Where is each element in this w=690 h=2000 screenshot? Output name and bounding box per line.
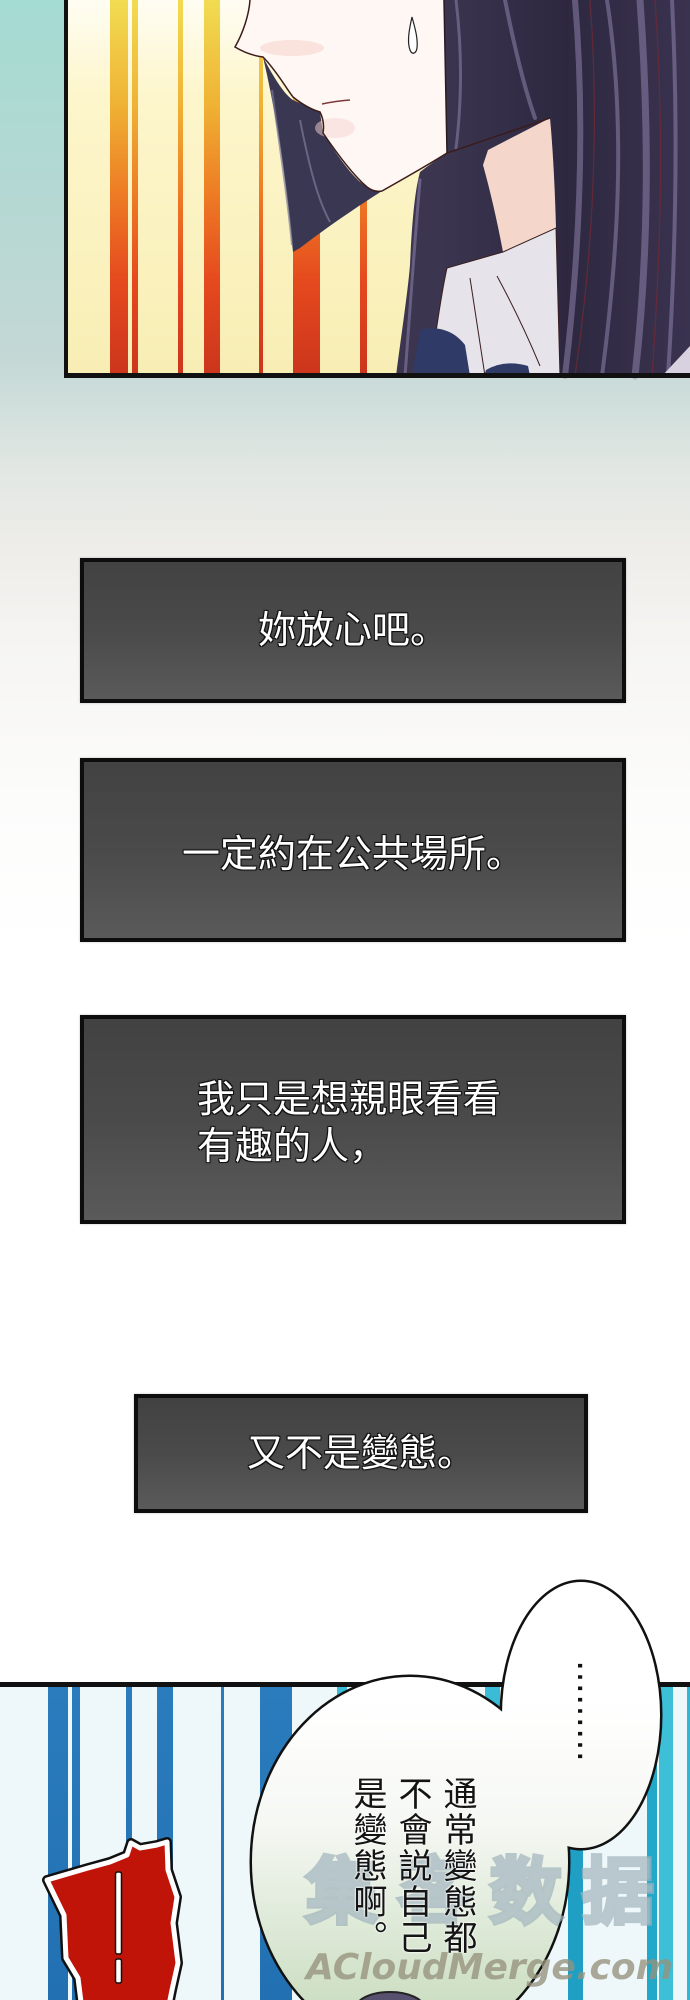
hair-highlights [403,0,678,380]
caption-text-block: 我只是想親眼看看 有趣的人， [197,1076,501,1170]
speech-bubble [249,1579,663,2000]
exclamation-burst-fill [44,1839,181,2000]
caption-box: 妳放心吧。 [80,558,626,703]
watermark-logo: 集客数据 [304,1850,675,1934]
stripe [132,0,138,376]
character [233,0,690,380]
stripe [204,0,220,376]
cheek-shading [260,40,324,56]
stripe [178,0,183,376]
caption-text: 一定約在公共場所。 [181,831,524,876]
bottom-panel [0,1579,690,2000]
stripe [647,1684,657,2000]
exclamation-burst [42,1837,183,2000]
panel-border-bottom [64,373,690,378]
chin-shading [315,118,355,138]
stripe [259,0,263,376]
shirt-corner [662,346,690,376]
sweat-drop-icon [407,16,418,54]
stripe [110,0,128,376]
speech-ellipsis: ……… [569,1660,609,1762]
speech-bubble-upper-lobe [502,1582,660,1848]
caption-box: 一定約在公共場所。 [80,758,626,942]
caption-text-line: 有趣的人， [197,1124,388,1168]
caption-text: 又不是變態。 [246,1431,475,1475]
hair-lock-highlights [271,89,331,246]
watermark-site: ACloudMerge.com [306,1947,674,1988]
speech-text-column: 不會説自己 [392,1776,432,1956]
panel-border-left [64,0,68,378]
hair-linework [574,0,662,377]
character-face [235,0,447,192]
stripe [72,1684,80,2000]
caption-box: 又不是變態。 [134,1394,588,1513]
panel-border-top [0,1682,690,1687]
mouth [321,99,351,105]
hair-outline [443,0,448,154]
character-ribbon [412,328,470,376]
stripe [221,1684,224,2000]
speech-text-column: 通常變態都 [437,1776,477,1956]
caption-text: 妳放心吧。 [257,608,448,652]
character-head-top [359,1991,421,2000]
stripe [687,1684,690,2000]
speech-bubble-main-lobe [252,1677,568,2000]
stripe [659,1684,673,2000]
speech-text-column: 是變態啊。 [347,1776,387,1956]
face-profile-outline [233,0,551,193]
shirt-collar-line [469,277,486,377]
exclamation-mark-icon [114,1871,123,1984]
shirt-collar-line [496,275,541,367]
character-neck [483,118,556,252]
caption-text-line: 我只是想親眼看看 [197,1077,502,1121]
character-hair-lock [263,57,382,252]
character-ribbon [484,363,530,376]
top-panel [64,0,690,380]
caption-box: 我只是想親眼看看 有趣的人， [80,1015,626,1224]
